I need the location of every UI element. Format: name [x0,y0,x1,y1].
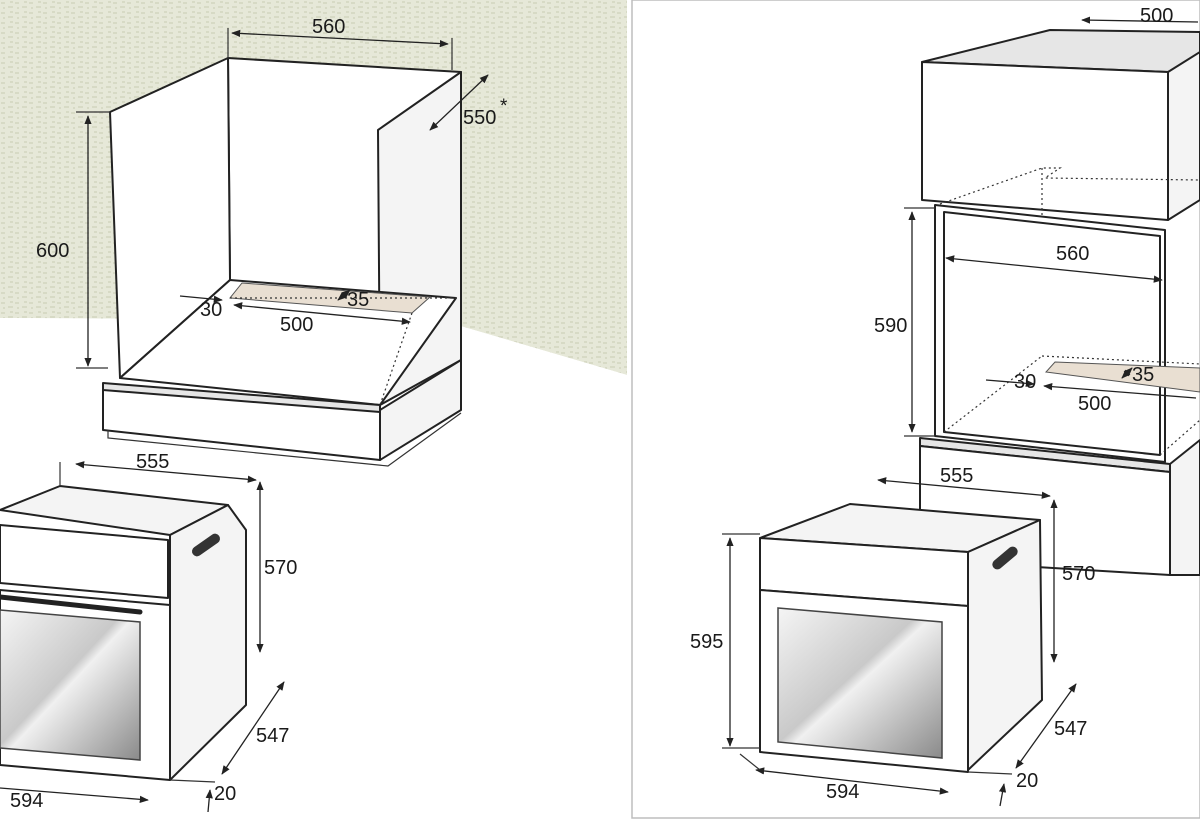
dim-oven-height: 570 [264,557,297,579]
left-dimensions: 560 550 * 600 30 35 500 555 570 547 594 [0,16,508,813]
dim-front-thickness: 20 [214,783,236,805]
dim-vent-width-right: 500 [1078,393,1111,415]
dim-oven-depth-right: 547 [1054,718,1087,740]
dim-top-depth: 500 [1140,5,1173,27]
dim-oven-width-right: 555 [940,465,973,487]
dim-vent-offset-right: 30 [1014,371,1036,393]
vent-handle [992,546,1018,570]
dim-depth-note: * [500,96,508,117]
dim-cabinet-depth: 550 [463,107,496,129]
vent-handle [191,533,221,557]
dim-oven-width: 555 [136,451,169,473]
oven-window-glass [777,607,943,759]
dim-niche-width: 560 [1056,243,1089,265]
dim-oven-depth: 547 [256,725,289,747]
door-handle [0,594,143,615]
oven-window-glass [0,609,141,761]
dim-front-thickness-right: 20 [1016,770,1038,792]
left-cabinet [102,57,462,467]
right-panel: 500 560 590 30 35 500 555 570 595 547 [690,5,1200,807]
dim-vent-width: 500 [280,314,313,336]
dim-front-width-right: 594 [826,781,859,803]
dim-oven-height-right: 570 [1062,563,1095,585]
dim-front-width: 594 [10,790,43,812]
dim-cabinet-width: 560 [312,16,345,38]
dim-vent-offset: 30 [200,299,222,321]
dim-vent-depth: 35 [347,289,369,311]
dim-front-height-right: 595 [690,631,723,653]
right-dimensions: 500 560 590 30 35 500 555 570 595 547 [690,5,1199,807]
left-panel: 560 550 * 600 30 35 500 555 570 547 594 [0,0,627,813]
right-upper-cabinet [921,29,1200,420]
dim-vent-depth-right: 35 [1132,364,1154,386]
dim-cabinet-height: 600 [36,240,69,262]
right-oven [759,503,1043,773]
dim-niche-height: 590 [874,315,907,337]
